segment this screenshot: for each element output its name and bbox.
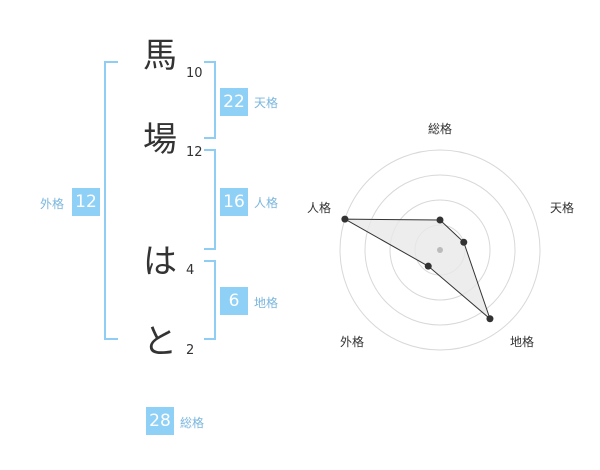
name-char-1: 馬 <box>143 36 177 76</box>
radar-center-dot <box>437 247 443 253</box>
soukaku-label: 総格 <box>180 416 205 430</box>
radar-ring <box>339 149 541 351</box>
tenkaku-bracket <box>204 61 216 139</box>
chikaku-bracket <box>204 260 216 340</box>
radar-point-3 <box>486 315 494 323</box>
tenkaku-value: 22 <box>220 88 248 116</box>
name-char-4: と <box>143 322 177 362</box>
radar-ring <box>389 199 491 301</box>
soukaku-value: 28 <box>146 407 174 435</box>
jinkaku-label: 人格 <box>254 196 279 210</box>
radar-label-gaikaku: 外格 <box>340 335 365 349</box>
jinkaku-value: 16 <box>220 188 248 216</box>
jinkaku-bracket <box>204 149 216 250</box>
radar-label-soukaku: 総格 <box>428 122 453 136</box>
radar-point-1 <box>436 216 444 224</box>
radar-label-jinkaku: 人格 <box>307 201 332 215</box>
gaikaku-bracket <box>104 61 118 340</box>
stroke-count-2: 12 <box>186 145 203 160</box>
name-char-2: 場 <box>143 120 177 160</box>
radar-point-4 <box>424 262 432 270</box>
stroke-count-3: 4 <box>186 263 195 278</box>
gaikaku-label: 外格 <box>40 197 65 211</box>
stroke-count-4: 2 <box>186 343 195 358</box>
stroke-count-1: 10 <box>186 66 203 81</box>
chikaku-value: 6 <box>220 287 248 315</box>
radar-label-tenkaku: 天格 <box>550 201 575 215</box>
tenkaku-label: 天格 <box>254 96 279 110</box>
radar-ring <box>364 174 516 326</box>
radar-polygon <box>344 218 492 321</box>
radar-point-5 <box>341 215 349 223</box>
radar-point-2 <box>460 238 468 246</box>
radar-label-chikaku: 地格 <box>510 335 535 349</box>
gaikaku-value: 12 <box>72 188 100 216</box>
name-char-3: は <box>143 242 177 282</box>
chikaku-label: 地格 <box>254 296 279 310</box>
